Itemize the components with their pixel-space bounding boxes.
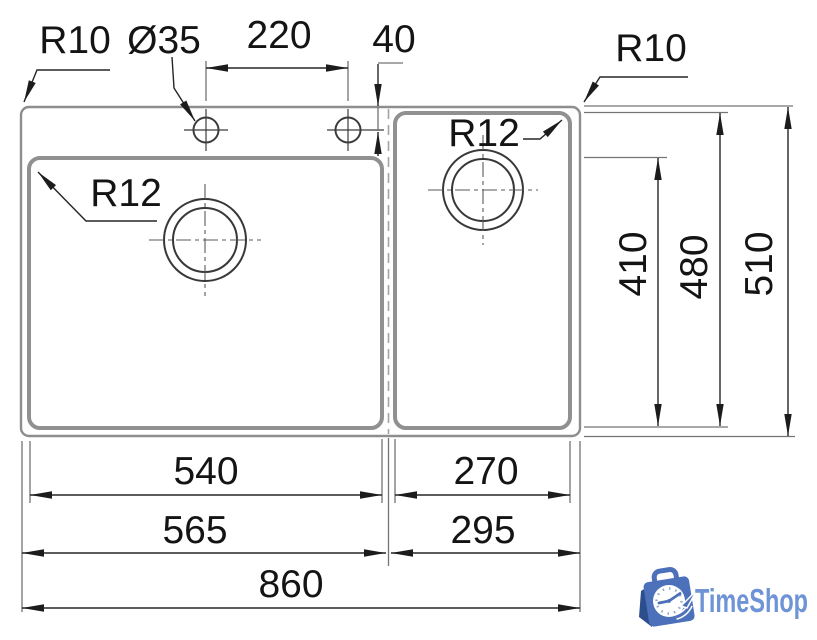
- bottom-extension-lines: [21, 438, 581, 612]
- dim-label-295: 295: [450, 509, 515, 552]
- swoosh-tail: [675, 604, 692, 619]
- dim-label-270: 270: [453, 450, 518, 493]
- drain-left: [149, 184, 261, 296]
- stopwatch-shopping-bag-icon: [639, 567, 698, 627]
- dim-label-410: 410: [612, 231, 655, 296]
- dim-label-540: 540: [173, 450, 238, 493]
- dim-label-510: 510: [738, 231, 781, 296]
- dim-overall-depth: 510: [738, 107, 792, 436]
- dim-faucet-hole-spacing: 220: [205, 14, 349, 101]
- dim-left-rim-width: 565: [22, 509, 386, 557]
- swoosh-arrow: [679, 589, 698, 609]
- dim-label-hole-offset: 40: [372, 18, 415, 61]
- dim-left-bowl-corner-radius: R12: [37, 171, 162, 222]
- drain-right: [428, 135, 538, 245]
- dim-faucet-hole-diameter: Ø35: [127, 19, 201, 122]
- dim-label-r10-right: R10: [615, 27, 687, 70]
- dim-left-bowl-width: 540: [30, 450, 382, 499]
- dim-label-hole-spacing: 220: [246, 14, 311, 57]
- dim-overall-width: 860: [22, 563, 580, 612]
- dim-corner-radius-top-left: R10: [23, 19, 111, 103]
- dim-corner-radius-top-right: R10: [583, 27, 688, 103]
- dim-left-bowl-depth: 410: [612, 158, 662, 426]
- dim-label-hole-diameter: Ø35: [127, 19, 201, 62]
- dim-label-r12-left: R12: [90, 172, 162, 215]
- dim-right-rim-width: 295: [391, 509, 580, 557]
- right-bowl: [393, 111, 572, 430]
- dim-label-480: 480: [673, 234, 716, 299]
- dim-label-860: 860: [258, 563, 323, 606]
- faucet-hole-left: [184, 109, 228, 151]
- dim-label-r12-right: R12: [448, 112, 520, 155]
- dim-right-bowl-width: 270: [395, 450, 570, 499]
- clock-center-dot: [667, 599, 671, 603]
- right-extension-lines: [584, 105, 795, 438]
- logo-text: TimeShop: [695, 582, 808, 619]
- dim-right-bowl-depth: 480: [673, 113, 724, 426]
- dim-label-r10-left: R10: [39, 19, 111, 62]
- dim-faucet-hole-offset: 40: [372, 18, 416, 156]
- timeshop-logo: TimeShop: [639, 567, 808, 627]
- dim-label-565: 565: [162, 509, 227, 552]
- faucet-hole-right: [327, 109, 384, 151]
- clock-ticks: [655, 587, 683, 615]
- dim-right-bowl-corner-radius: R12: [448, 112, 563, 155]
